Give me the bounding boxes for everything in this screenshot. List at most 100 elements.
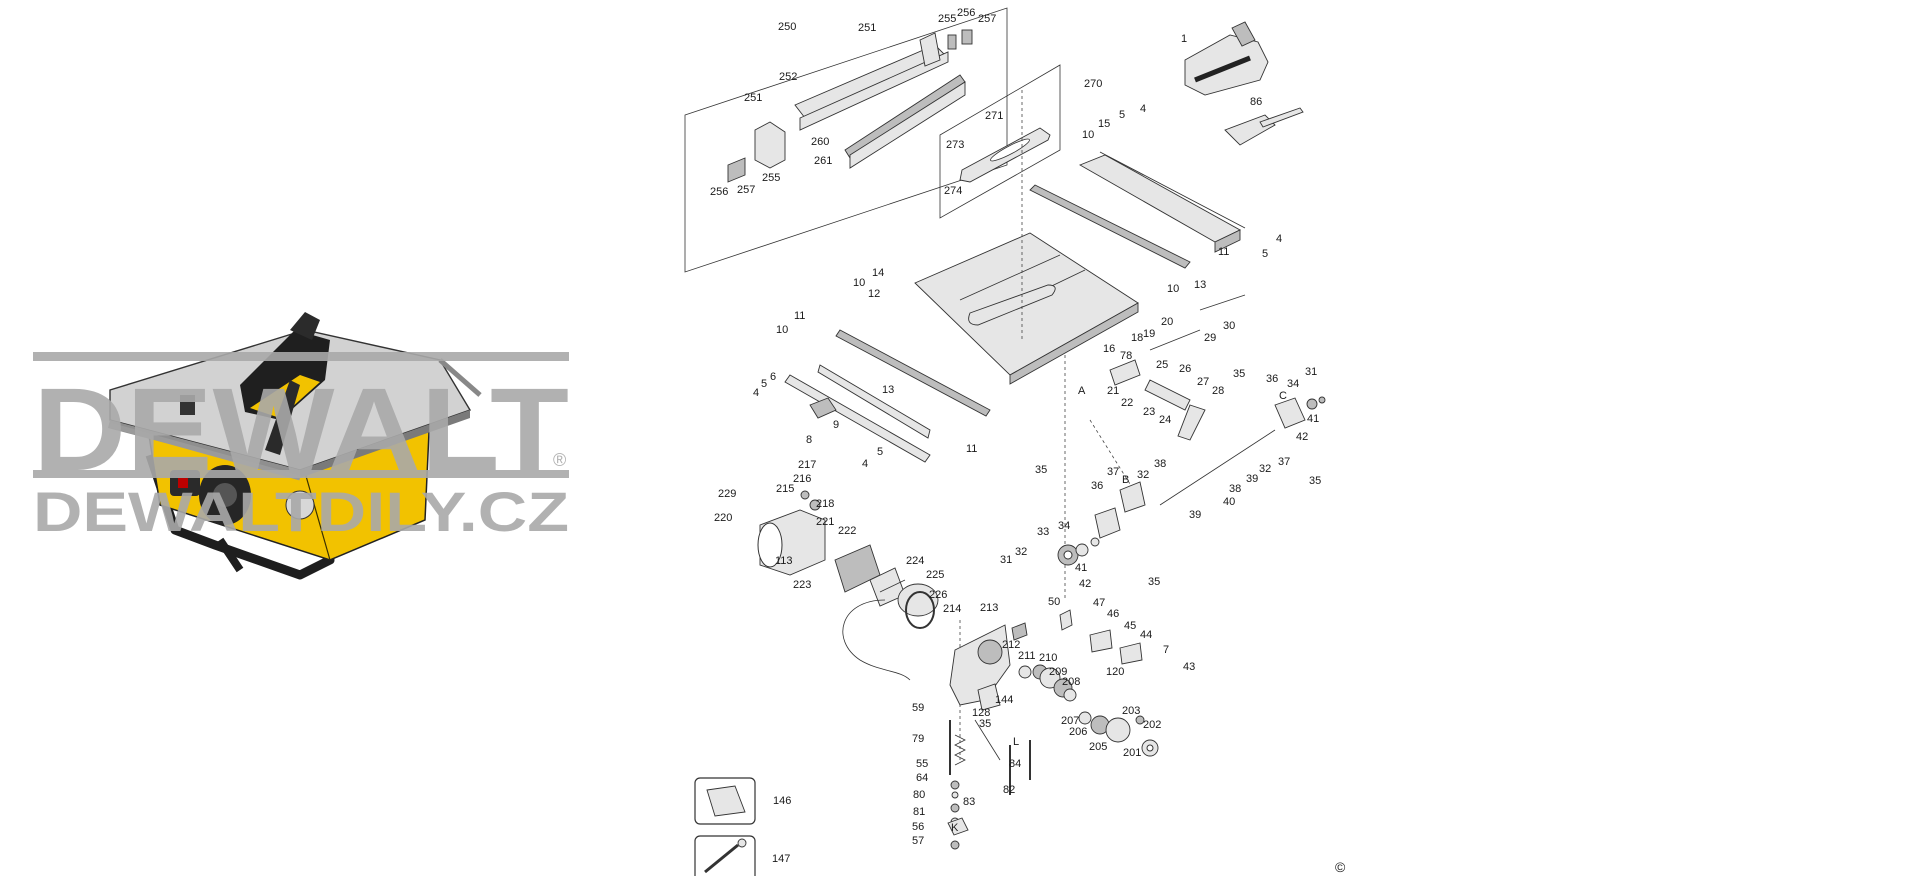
part-label: 10 [1167,283,1179,295]
part-label: 13 [1194,279,1206,291]
part-label: 220 [714,512,732,524]
part-label: 271 [985,110,1003,122]
part-label: 6 [770,371,776,383]
part-label: 28 [1212,385,1224,397]
watermark-registered: ® [553,450,566,470]
part-label: 14 [872,267,884,279]
part-label: 203 [1122,705,1140,717]
part-label: 41 [1075,562,1087,574]
part-label: 9 [833,419,839,431]
part-label: B [1122,474,1129,486]
part-label: 215 [776,483,794,495]
part-label: 229 [718,488,736,500]
part-label: 120 [1106,666,1124,678]
part-label: 21 [1107,385,1119,397]
part-label: 252 [779,71,797,83]
part-label: 20 [1161,316,1173,328]
part-label: 216 [793,473,811,485]
part-label: 35 [1148,576,1160,588]
table-saw-photo [108,312,482,580]
part-label: 270 [1084,78,1102,90]
part-label: 33 [1037,526,1049,538]
part-label: 4 [862,458,868,470]
part-label: 59 [912,702,924,714]
part-label: 113 [775,555,793,567]
part-label: 43 [1183,661,1195,673]
part-label: 10 [1082,129,1094,141]
part-label: 5 [877,446,883,458]
part-label: 214 [943,603,961,615]
part-label: 10 [776,324,788,336]
part-label: 4 [1276,233,1282,245]
part-label: 32 [1137,469,1149,481]
part-label: 80 [913,789,925,801]
part-label: 274 [944,185,962,197]
part-label: 22 [1121,397,1133,409]
part-label: 38 [1154,458,1166,470]
part-label: 205 [1089,741,1107,753]
part-label: 11 [966,443,977,455]
part-label: 27 [1197,376,1209,388]
part-label: 44 [1140,629,1152,641]
part-label: 45 [1124,620,1136,632]
diagram-drawing [684,7,1326,876]
part-label: 34 [1287,378,1299,390]
part-label: 81 [913,806,925,818]
part-label: K [951,822,959,834]
part-label: 257 [978,13,996,25]
part-label: 13 [882,384,894,396]
part-label: 260 [811,136,829,148]
part-label: 251 [744,92,762,104]
part-label: 32 [1015,546,1027,558]
part-label: 128 [972,707,990,719]
part-label: 31 [1305,366,1317,378]
part-label: 144 [995,694,1013,706]
part-label: 38 [1229,483,1241,495]
part-label: 211 [1018,650,1036,662]
part-label: 36 [1266,373,1278,385]
part-label: 30 [1223,320,1235,332]
part-label: 46 [1107,608,1119,620]
part-label: 16 [1103,343,1115,355]
part-label: 146 [773,795,791,807]
part-label: 40 [1223,496,1235,508]
part-label: 32 [1259,463,1271,475]
part-label: 201 [1123,747,1141,759]
part-label: 55 [916,758,928,770]
part-label: 5 [1119,109,1125,121]
part-label: 57 [912,835,924,847]
part-label: 78 [1120,350,1132,362]
part-label: 26 [1179,363,1191,375]
part-label: 208 [1062,676,1080,688]
part-label: 82 [1003,784,1015,796]
part-label: 47 [1093,597,1105,609]
part-label: 209 [1049,666,1067,678]
part-label: 218 [816,498,834,510]
part-label: 261 [814,155,832,167]
part-label: 11 [1218,246,1229,258]
part-label: 1 [1181,33,1187,45]
watermark: DEWALT ® DEWALTDILY.CZ [33,352,569,543]
part-label: L [1013,736,1019,748]
part-label: 25 [1156,359,1168,371]
part-label: 79 [912,733,924,745]
part-label: 255 [938,13,956,25]
part-label: 37 [1278,456,1290,468]
part-label: 42 [1296,431,1308,443]
part-label: 250 [778,21,796,33]
part-label: 217 [798,459,816,471]
part-label: 34 [1058,520,1070,532]
part-label: 56 [912,821,924,833]
part-label: 225 [926,569,944,581]
part-label: 36 [1091,480,1103,492]
part-label: 31 [1000,554,1012,566]
part-label: 273 [946,139,964,151]
part-label: 256 [957,7,975,19]
part-label: 11 [794,310,805,322]
part-label: 35 [979,718,991,730]
part-label: 35 [1035,464,1047,476]
part-label: 213 [980,602,998,614]
part-label: 10 [853,277,865,289]
part-label: A [1078,385,1086,397]
